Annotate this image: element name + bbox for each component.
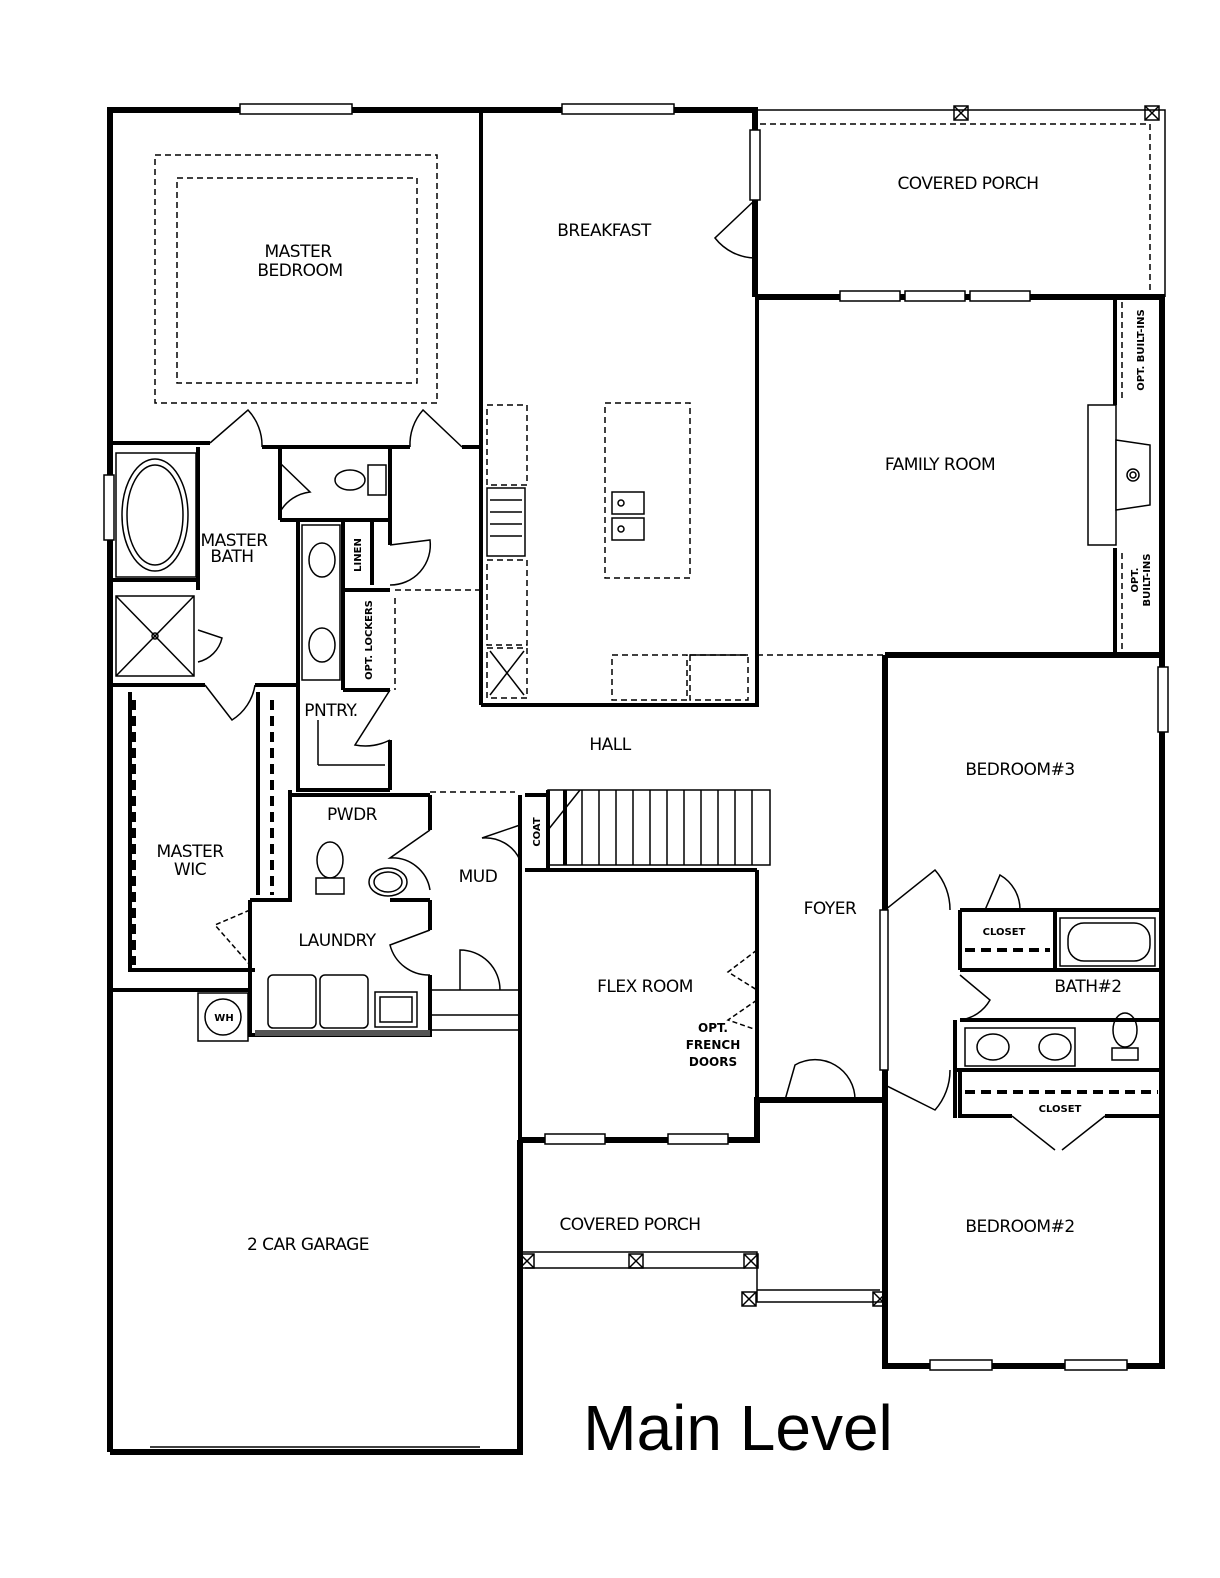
plan-title: Main Level [583,1392,893,1464]
room-label-bath2: BATH#2 [1054,977,1121,997]
room-label-opt-built-ins-upper: OPT. BUILT-INS [1136,309,1147,390]
room-label-closet-lower: CLOSET [1039,1104,1082,1115]
room-label-water-heater: WH [214,1013,233,1024]
bath2-fixtures [964,917,1156,1067]
room-label-closet-upper: CLOSET [983,927,1026,938]
room-label-opt-built-ins-lower-2: BUILT-INS [1142,554,1153,607]
room-labels: MASTER BEDROOM BREAKFAST COVERED PORCH F… [156,174,1153,1464]
room-label-linen: LINEN [353,538,364,572]
stairs [546,789,771,870]
room-label-two-car-garage: 2 CAR GARAGE [247,1235,369,1255]
room-label-bedroom3: BEDROOM#3 [965,760,1074,780]
room-label-powder: PWDR [327,805,378,825]
room-label-breakfast: BREAKFAST [557,221,652,241]
room-label-family-room: FAMILY ROOM [885,455,995,475]
room-label-opt-lockers: OPT. LOCKERS [364,600,375,680]
room-label-master-bath-2: BATH [210,547,253,567]
room-label-opt-french-doors-3: DOORS [689,1055,737,1069]
room-label-opt-french-doors-1: OPT. [698,1021,728,1035]
interior-walls [110,110,1162,1140]
laundry-fixtures [197,974,430,1042]
powder-fixtures [315,841,408,897]
room-label-master-bath-1: MASTER [200,531,268,551]
porch-posts [519,105,1160,1307]
room-label-bedroom2: BEDROOM#2 [965,1217,1074,1237]
room-label-covered-porch-front: COVERED PORCH [559,1215,700,1235]
windows [103,103,1169,1448]
room-label-opt-french-doors-2: FRENCH [686,1038,741,1052]
room-label-master-wic-2: WIC [174,860,206,880]
room-label-opt-built-ins-lower-1: OPT. [1130,568,1141,593]
master-bath-fixtures [115,452,387,681]
room-label-master-wic-1: MASTER [156,842,224,862]
room-label-master-bedroom-1: MASTER [264,242,332,262]
room-label-flex-room: FLEX ROOM [597,977,693,997]
room-label-covered-porch-rear: COVERED PORCH [897,174,1038,194]
room-label-laundry: LAUNDRY [298,931,376,951]
room-label-foyer: FOYER [804,899,857,919]
kitchen [486,402,749,701]
room-label-mud: MUD [459,867,498,887]
room-label-master-bedroom-2: BEDROOM [257,261,342,281]
tray-ceiling [154,154,438,404]
room-label-pantry: PNTRY. [304,701,357,721]
door-swings [197,199,1106,1151]
room-label-hall: HALL [589,735,631,755]
room-label-coat: COAT [532,817,543,847]
fireplace [1087,404,1151,546]
